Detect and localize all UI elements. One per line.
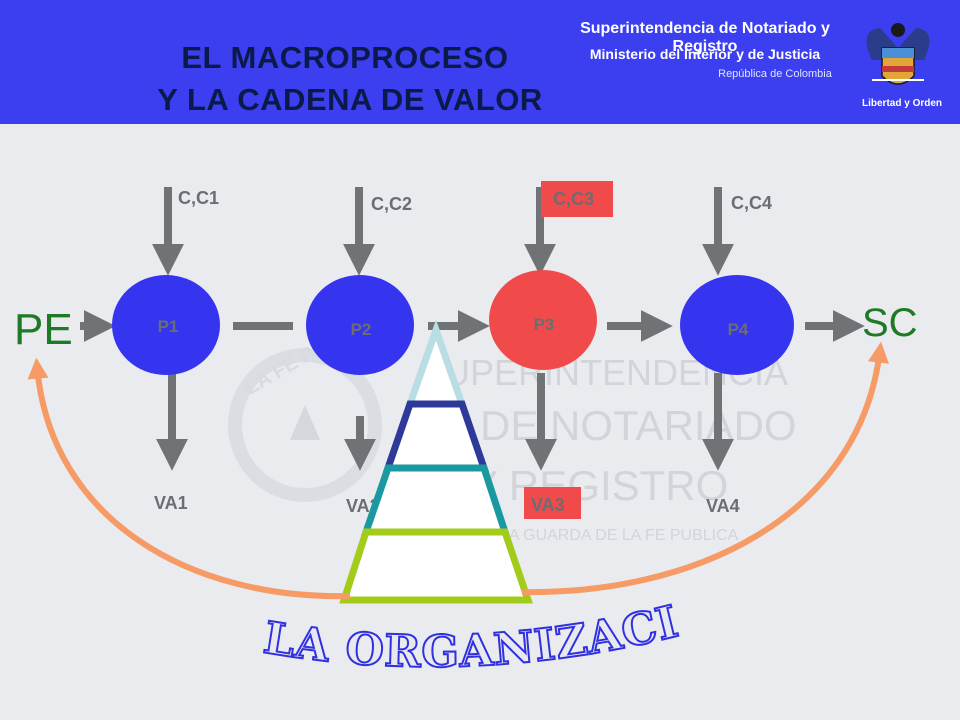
output-arrows (156, 373, 734, 471)
org-name: Superintendencia de Notariado y Registro (580, 20, 830, 55)
start-label: PE (14, 305, 73, 354)
feedback-arrow-right (521, 341, 889, 596)
motto-text: Libertad y Orden (862, 98, 943, 109)
process-node-p4 (680, 275, 794, 375)
end-label: SC (862, 301, 918, 345)
ministry-name: Ministerio del Interior y de Justicia (589, 46, 821, 62)
country-name: República de Colombia (718, 68, 832, 80)
input-highlight-c3 (541, 181, 613, 217)
output-highlight-va3 (524, 487, 581, 519)
organization-pyramid (339, 319, 533, 604)
watermark-line2: DE NOTARIADO (480, 402, 797, 449)
process-node-p2 (306, 275, 414, 375)
process-label-p1: P1 (158, 317, 179, 336)
header-bar (0, 0, 960, 124)
input-label-c4: C,C4 (731, 193, 772, 213)
watermark-line3: Y REGISTRO (470, 462, 728, 509)
process-node-p1 (112, 275, 220, 375)
process-label-p2: P2 (351, 320, 372, 339)
output-label-va3: VA3 (531, 495, 565, 515)
feedback-arrow-left (27, 357, 351, 600)
process-node-p3 (489, 270, 597, 370)
input-label-c3: C,C3 (553, 189, 594, 209)
output-label-va4: VA4 (706, 496, 740, 516)
input-arrows (152, 187, 734, 276)
page-title-line1: EL MACROPROCESO (181, 40, 509, 75)
page-title-line2: Y LA CADENA DE VALOR (157, 82, 543, 117)
process-label-p3: P3 (534, 315, 555, 334)
input-label-c2: C,C2 (371, 194, 412, 214)
process-label-p4: P4 (728, 320, 749, 339)
watermark-line4: LA GUARDA DE LA FE PUBLICA (500, 527, 739, 544)
coat-of-arms-icon (866, 23, 930, 85)
output-label-va1: VA1 (154, 493, 188, 513)
input-label-c1: C,C1 (178, 188, 219, 208)
